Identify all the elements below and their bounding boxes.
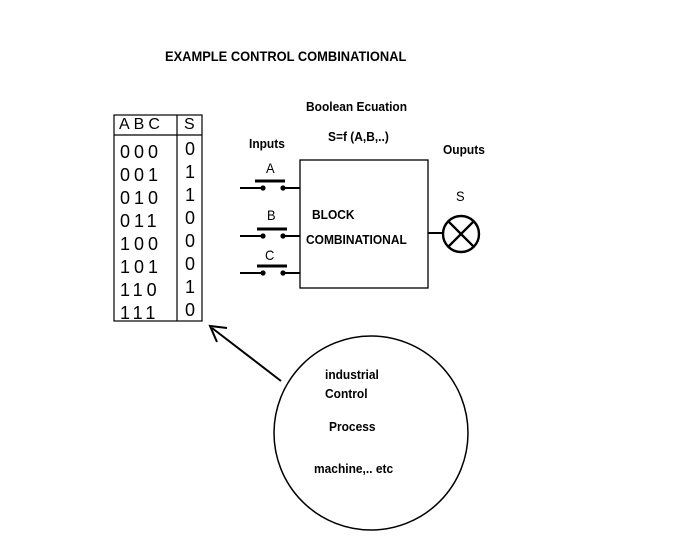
truth-table-row-input: 000 — [120, 142, 163, 162]
outputs-label: Ouputs — [443, 142, 485, 157]
process-label-line4: machine,.. etc — [314, 461, 394, 476]
truth-table-row-output: 0 — [185, 231, 200, 251]
truth-table-row-input: 010 — [120, 188, 163, 208]
truth-table-header-output: S — [184, 116, 199, 133]
lamp-label: S — [456, 188, 465, 204]
process-label-line2: Control — [325, 386, 368, 401]
switch-b — [240, 227, 300, 239]
truth-table-row-input: 101 — [120, 257, 163, 277]
truth-table-row-input: 111 — [120, 303, 160, 323]
truth-table-row-output: 1 — [185, 277, 200, 297]
arrow-icon — [208, 324, 282, 382]
switch-a — [240, 179, 300, 191]
diagram-title: EXAMPLE CONTROL COMBINATIONAL — [165, 48, 407, 64]
block-label-line1: BLOCK — [312, 207, 355, 222]
truth-table-row-input: 110 — [120, 280, 161, 300]
process-label-line1: industrial — [325, 367, 379, 382]
truth-table-row-input: 001 — [120, 165, 163, 185]
truth-table-row-output: 1 — [185, 162, 200, 182]
equation-formula: S=f (A,B,..) — [328, 129, 389, 144]
combinational-block — [299, 159, 429, 289]
truth-table-row-output: 0 — [185, 300, 200, 320]
truth-table-header-inputs: ABC — [119, 116, 164, 133]
equation-heading: Boolean Ecuation — [306, 99, 408, 114]
truth-table-row-output: 0 — [185, 254, 200, 274]
process-circle — [273, 335, 469, 531]
truth-table-row-input: 100 — [120, 234, 163, 254]
truth-table-row-output: 1 — [185, 185, 200, 205]
lamp-icon — [441, 214, 481, 254]
switch-a-label: A — [266, 160, 275, 176]
truth-table-row-input: 011 — [120, 211, 161, 231]
switch-b-label: B — [267, 207, 276, 223]
block-label-line2: COMBINATIONAL — [306, 232, 407, 247]
switch-c — [240, 264, 300, 276]
process-label-line3: Process — [329, 419, 376, 434]
truth-table-row-output: 0 — [185, 139, 200, 159]
truth-table-row-output: 0 — [185, 208, 200, 228]
inputs-label: Inputs — [249, 136, 285, 151]
truth-table-frame — [113, 114, 203, 322]
switch-c-label: C — [265, 247, 275, 263]
